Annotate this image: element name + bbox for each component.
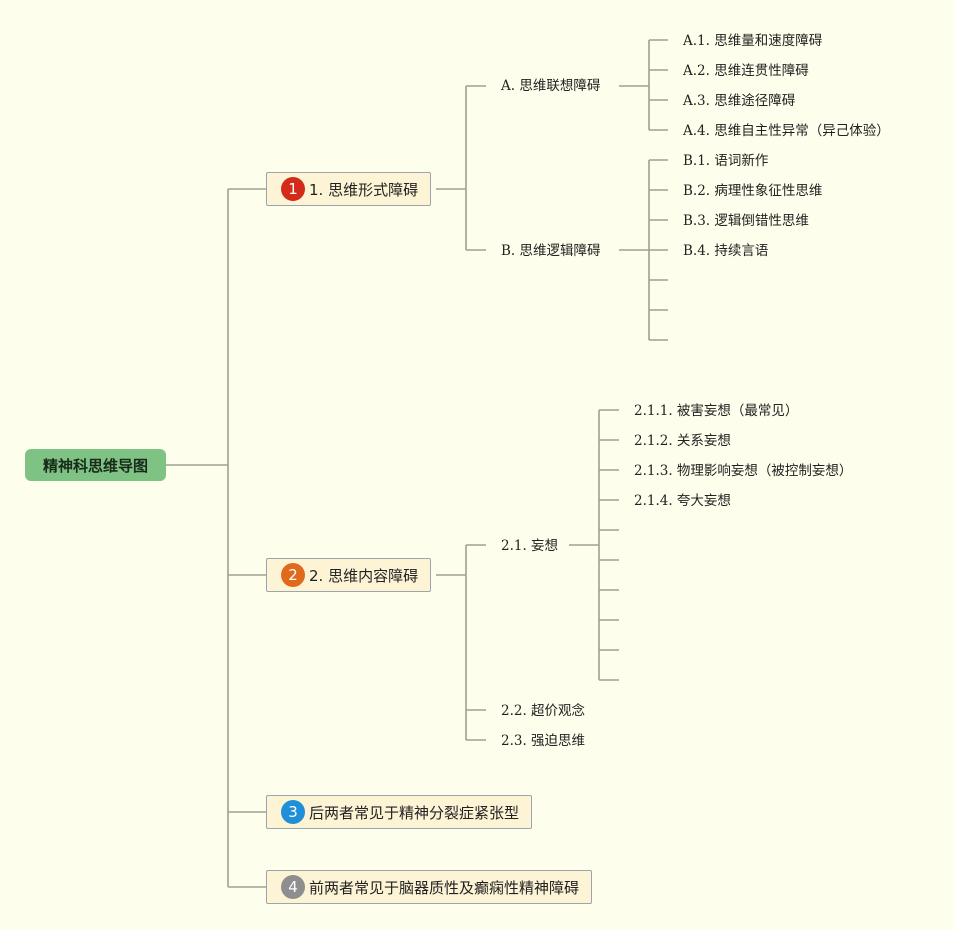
leaf-delusion-2[interactable]: 2.1.2. 关系妄想 [634, 433, 731, 449]
topic-note-catatonic[interactable]: 3 后两者常见于精神分裂症紧张型 [266, 795, 533, 829]
topic-content-disorder[interactable]: 2 2. 思维内容障碍 [266, 558, 432, 592]
leaf-b4[interactable]: B.4. 持续言语 [683, 243, 769, 259]
topic-label: 2. 思维内容障碍 [309, 566, 419, 585]
topic-label: 1. 思维形式障碍 [309, 180, 419, 199]
badge-4-icon: 4 [281, 875, 305, 899]
subtopic-overvalued-idea[interactable]: 2.2. 超价观念 [501, 703, 586, 719]
topic-form-disorder[interactable]: 1 1. 思维形式障碍 [266, 172, 432, 206]
subtopic-logic-disorder[interactable]: B. 思维逻辑障碍 [501, 243, 601, 259]
topic-note-organic[interactable]: 4 前两者常见于脑器质性及癫痫性精神障碍 [266, 870, 593, 904]
leaf-b3[interactable]: B.3. 逻辑倒错性思维 [683, 213, 809, 229]
leaf-delusion-4[interactable]: 2.1.4. 夸大妄想 [634, 493, 731, 509]
subtopic-obsessive-thought[interactable]: 2.3. 强迫思维 [501, 733, 586, 749]
badge-1-icon: 1 [281, 177, 305, 201]
leaf-delusion-3[interactable]: 2.1.3. 物理影响妄想（被控制妄想） [634, 463, 853, 479]
root-node[interactable]: 精神科思维导图 [25, 449, 166, 481]
subtopic-association-disorder[interactable]: A. 思维联想障碍 [501, 78, 601, 94]
leaf-b2[interactable]: B.2. 病理性象征性思维 [683, 183, 823, 199]
leaf-a2[interactable]: A.2. 思维连贯性障碍 [683, 63, 809, 79]
leaf-a3[interactable]: A.3. 思维途径障碍 [683, 93, 796, 109]
subtopic-delusion[interactable]: 2.1. 妄想 [501, 538, 559, 554]
topic-label: 前两者常见于脑器质性及癫痫性精神障碍 [309, 878, 580, 897]
leaf-a4[interactable]: A.4. 思维自主性异常（异己体验） [683, 123, 890, 139]
topic-label: 后两者常见于精神分裂症紧张型 [309, 803, 520, 822]
leaf-delusion-1[interactable]: 2.1.1. 被害妄想（最常见） [634, 403, 799, 419]
leaf-b1[interactable]: B.1. 语词新作 [683, 153, 769, 169]
badge-2-icon: 2 [281, 563, 305, 587]
leaf-a1[interactable]: A.1. 思维量和速度障碍 [683, 33, 823, 49]
badge-3-icon: 3 [281, 800, 305, 824]
